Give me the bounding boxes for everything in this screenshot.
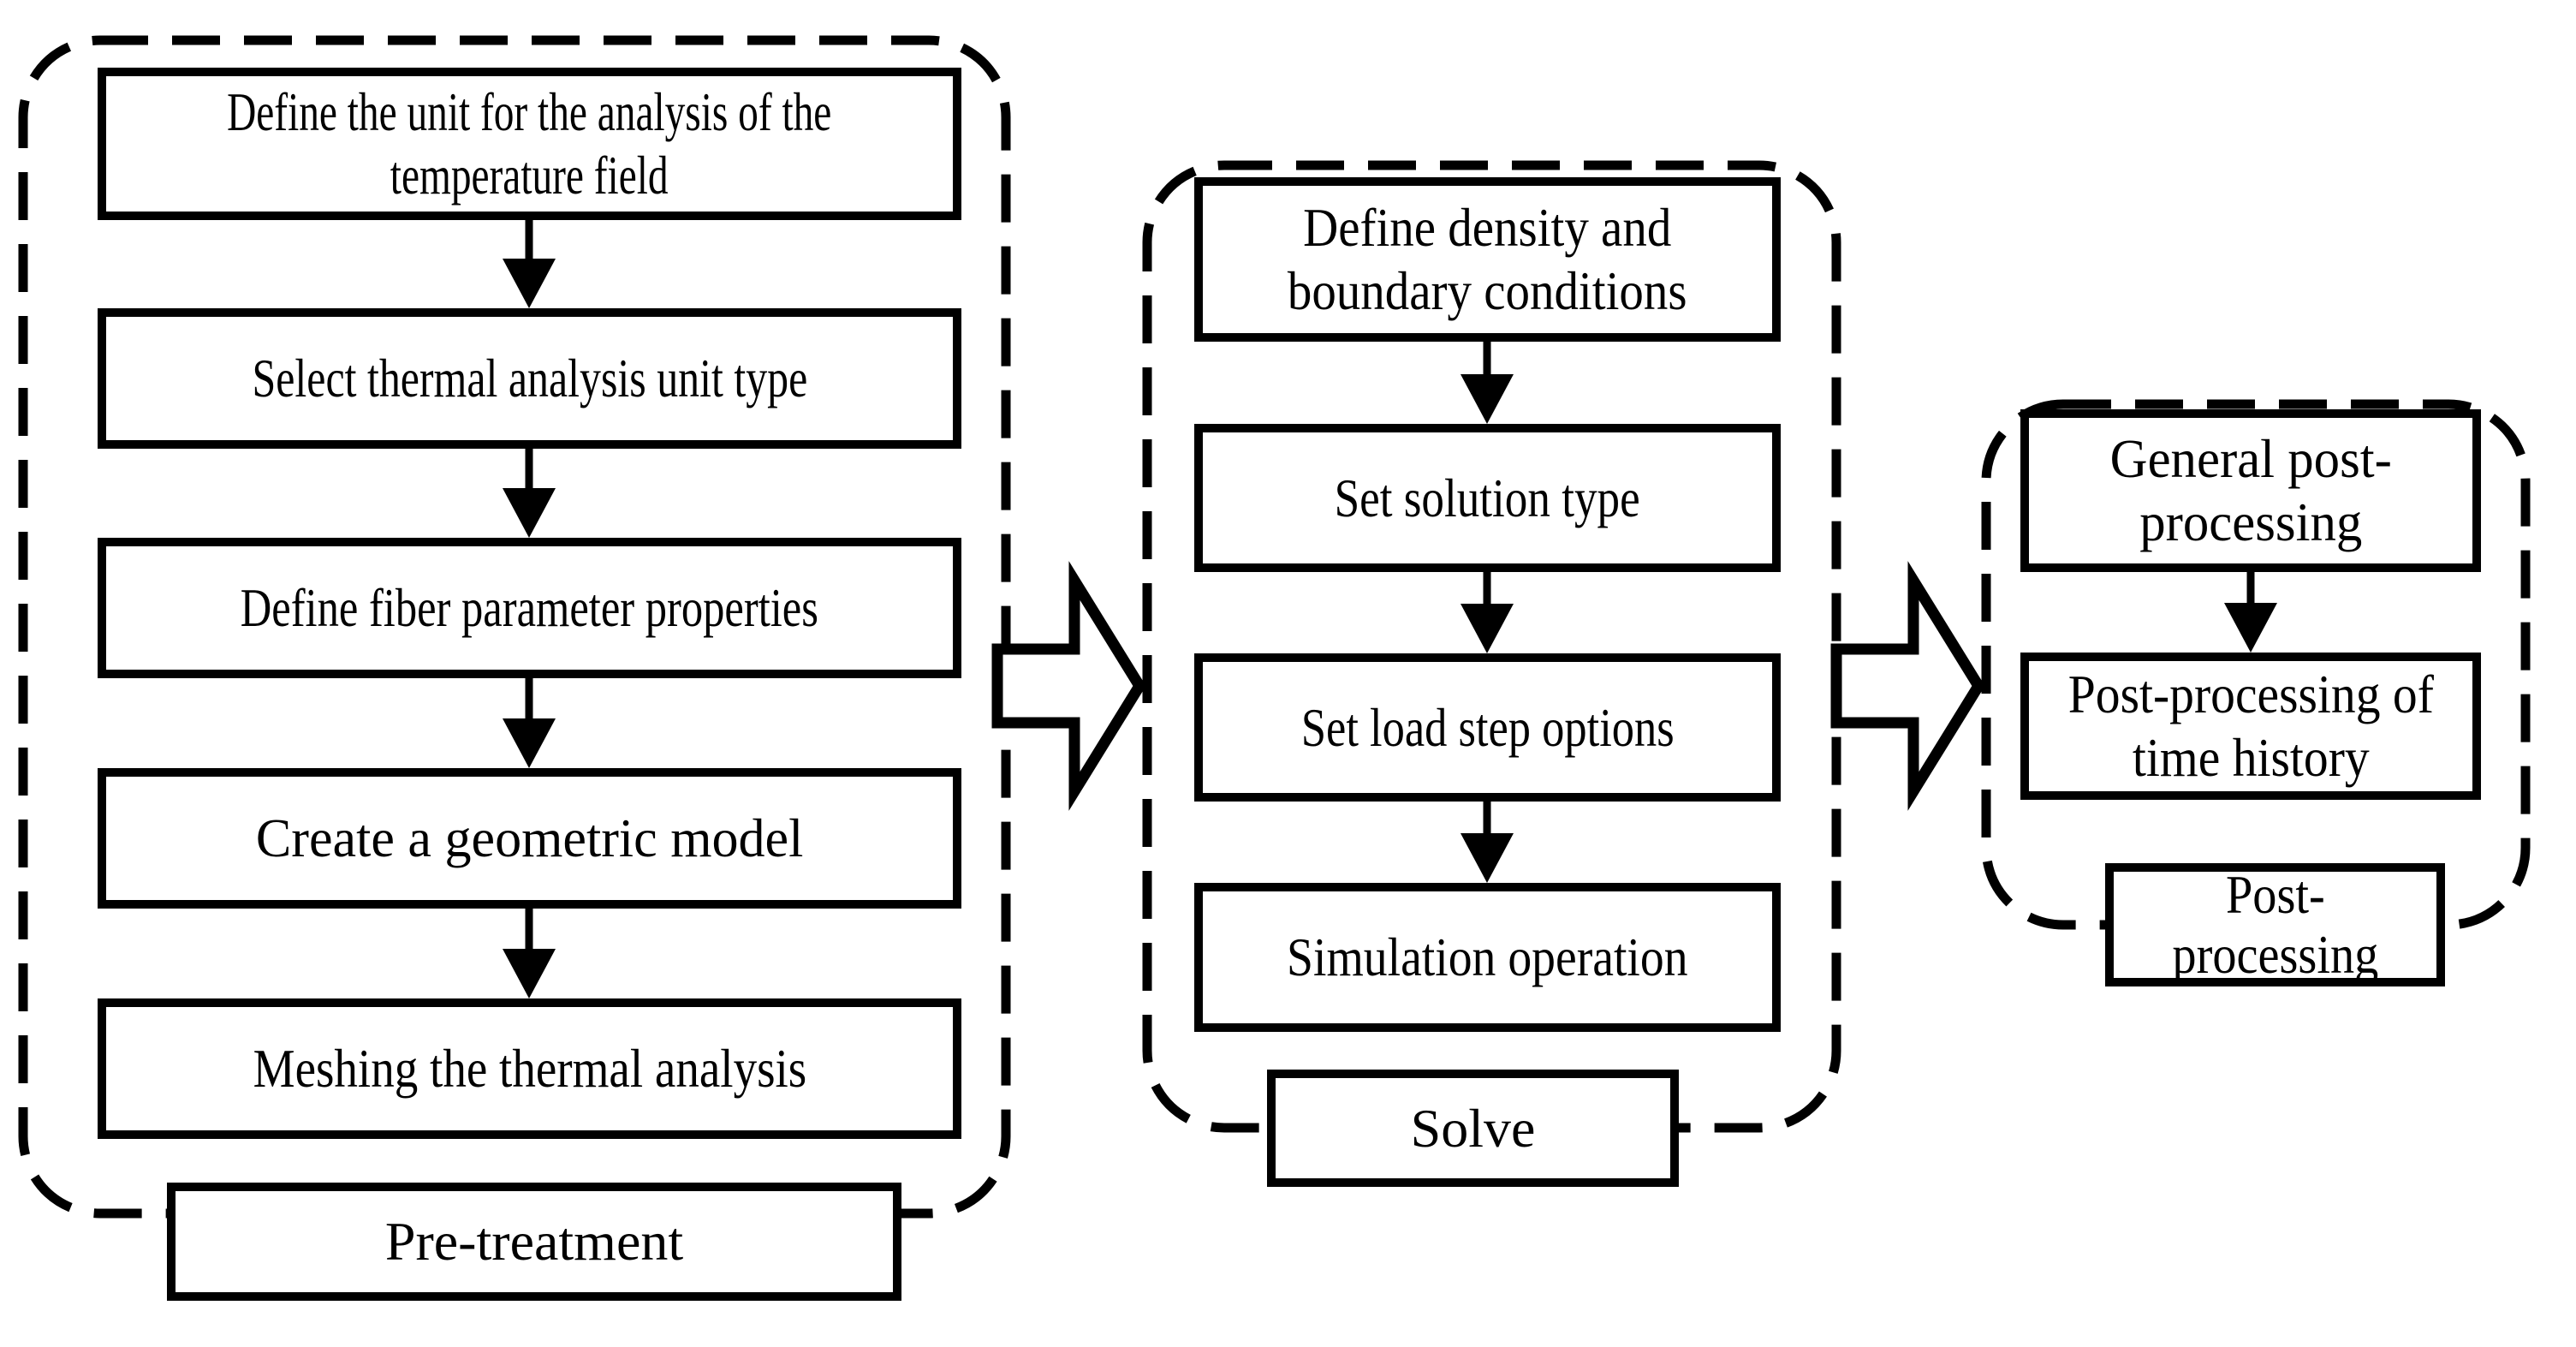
down-arrow-icon — [1461, 800, 1514, 883]
step-label: Define density and boundary conditions — [1288, 197, 1687, 321]
step-box-fiber-parameters: Define fiber parameter properties — [98, 538, 961, 678]
group-label-post-processing: Post- processing — [2105, 863, 2445, 986]
step-label: Post-processing of time history — [2067, 664, 2434, 788]
group-label-text: Post- processing — [2172, 863, 2378, 985]
step-box-general-post-processing: General post- processing — [2020, 409, 2481, 572]
group-label-pre-treatment: Pre-treatment — [167, 1183, 901, 1301]
step-label: Select thermal analysis unit type — [252, 348, 807, 409]
step-label: Define the unit for the analysis of the … — [227, 81, 832, 206]
step-box-load-step-options: Set load step options — [1194, 653, 1781, 802]
step-label: Define fiber parameter properties — [240, 577, 819, 639]
step-label: Simulation operation — [1287, 927, 1688, 988]
block-arrow-right-icon — [991, 561, 1146, 811]
down-arrow-icon — [503, 676, 556, 768]
down-arrow-icon — [503, 218, 556, 308]
down-arrow-icon — [503, 447, 556, 538]
pre-treatment-group-outline — [18, 35, 1011, 1219]
step-label: Create a geometric model — [255, 808, 804, 869]
group-label-text: Pre-treatment — [384, 1211, 684, 1272]
step-box-density-boundary: Define density and boundary conditions — [1194, 177, 1781, 342]
step-label: Set load step options — [1300, 696, 1675, 758]
down-arrow-icon — [1461, 340, 1514, 424]
step-label: Meshing the thermal analysis — [253, 1038, 806, 1100]
down-arrow-icon — [2224, 570, 2277, 653]
step-box-define-unit: Define the unit for the analysis of the … — [98, 68, 961, 220]
down-arrow-icon — [503, 907, 556, 998]
down-arrow-icon — [1461, 570, 1514, 653]
step-box-geometric-model: Create a geometric model — [98, 768, 961, 909]
step-box-time-history-post-processing: Post-processing of time history — [2020, 653, 2481, 800]
block-arrow-right-icon — [1830, 561, 1985, 811]
step-box-select-unit-type: Select thermal analysis unit type — [98, 308, 961, 449]
step-box-solution-type: Set solution type — [1194, 424, 1781, 572]
group-label-text: Solve — [1410, 1097, 1536, 1159]
step-box-meshing: Meshing the thermal analysis — [98, 998, 961, 1139]
group-label-solve: Solve — [1267, 1070, 1679, 1187]
step-box-simulation-operation: Simulation operation — [1194, 883, 1781, 1032]
step-label: Set solution type — [1334, 467, 1641, 528]
step-label: General post- processing — [2109, 428, 2392, 552]
